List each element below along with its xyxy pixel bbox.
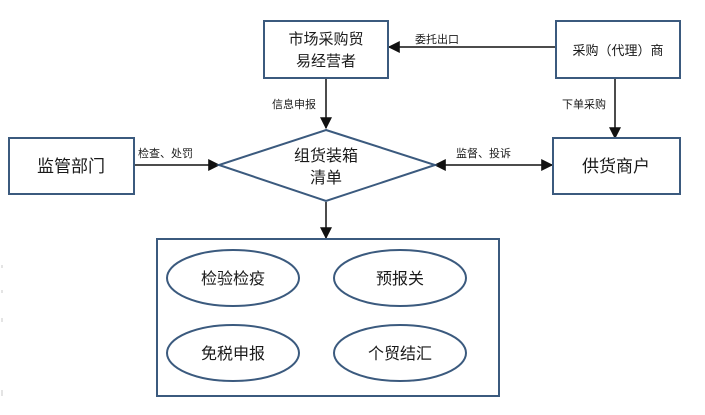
function-tax-exemption-label: 免税申报 <box>201 344 265 363</box>
edge-label-inspect-penalize: 检查、处罚 <box>138 146 193 160</box>
node-manifest: 组货装箱 清单 <box>215 128 439 203</box>
manifest-line1: 组货装箱 <box>294 146 358 165</box>
function-tax-exemption: 免税申报 <box>166 324 300 382</box>
node-regulator: 监管部门 <box>8 137 135 195</box>
purchaser-label: 采购（代理）商 <box>572 43 663 59</box>
manifest-line2: 清单 <box>310 168 342 187</box>
function-personal-trade-settlement: 个贸结汇 <box>333 324 467 382</box>
function-pre-declaration-label: 预报关 <box>376 269 424 288</box>
function-pre-declaration: 预报关 <box>333 249 467 307</box>
functions-container: 检验检疫 预报关 免税申报 个贸结汇 <box>156 238 500 397</box>
edge-label-place-order: 下单采购 <box>562 97 606 111</box>
regulator-label: 监管部门 <box>37 157 105 177</box>
node-purchaser: 采购（代理）商 <box>555 20 681 79</box>
market-trader-line1: 市场采购贸 <box>288 30 363 48</box>
function-inspection-quarantine-label: 检验检疫 <box>201 269 265 288</box>
node-supplier: 供货商户 <box>552 137 681 195</box>
market-trader-line2: 易经营者 <box>296 52 356 70</box>
supplier-label: 供货商户 <box>582 157 650 177</box>
function-personal-trade-settlement-label: 个贸结汇 <box>368 344 432 363</box>
edge-label-supervise-complain: 监督、投诉 <box>456 146 511 160</box>
edge-label-entrust-export: 委托出口 <box>415 32 459 46</box>
function-inspection-quarantine: 检验检疫 <box>166 249 300 307</box>
edge-label-info-report: 信息申报 <box>272 97 316 111</box>
node-market-trader: 市场采购贸 易经营者 <box>263 20 389 79</box>
